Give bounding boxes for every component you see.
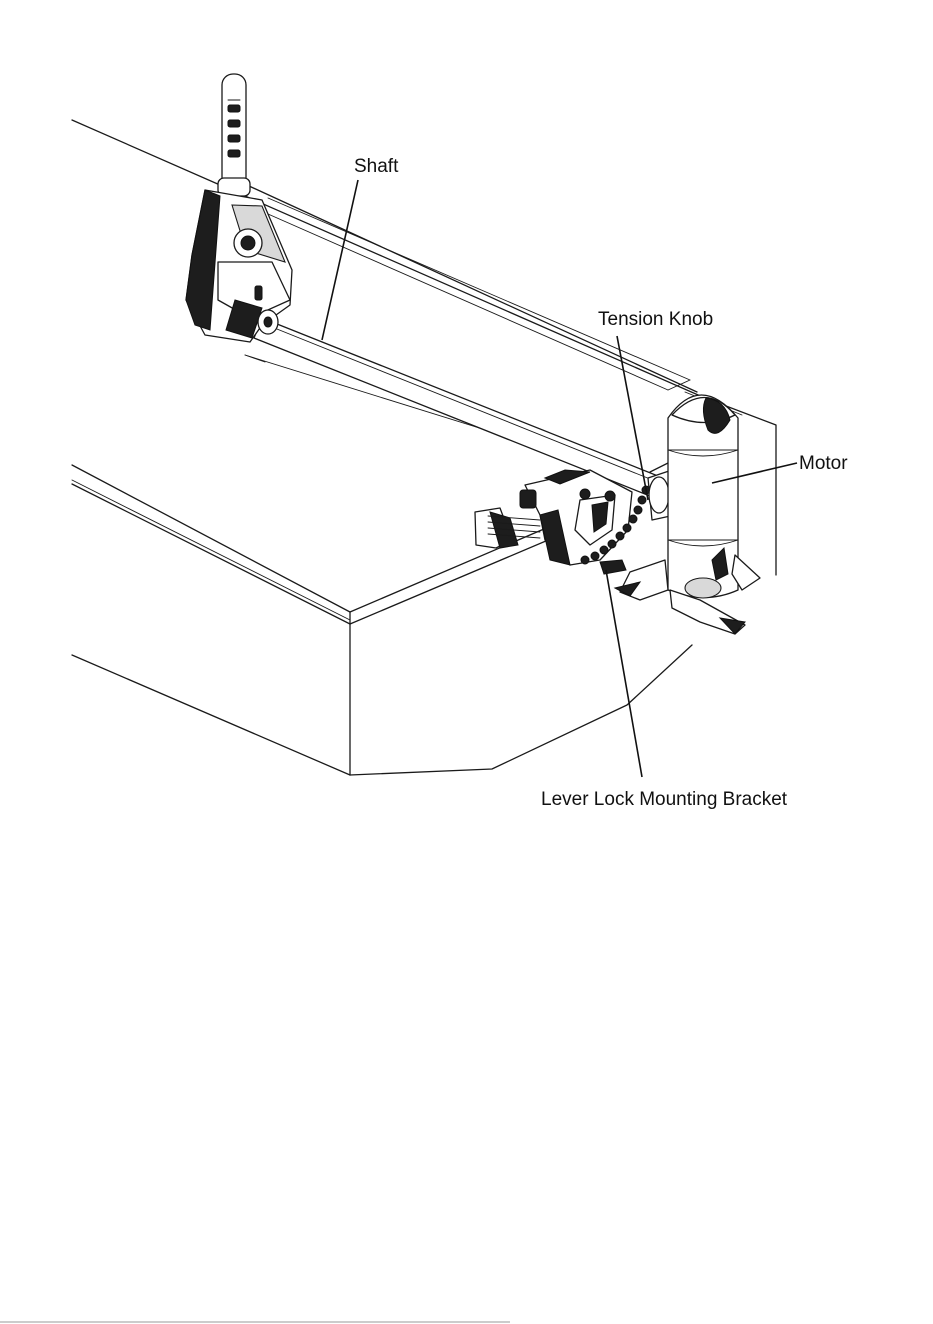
shaft-label: Shaft bbox=[354, 156, 399, 177]
motor-label: Motor bbox=[799, 453, 848, 474]
shaft-leader bbox=[322, 180, 358, 340]
tension-knob-label: Tension Knob bbox=[598, 309, 713, 330]
trolling-motor-head-icon bbox=[186, 74, 292, 342]
lever-lock-mounting-bracket-label: Lever Lock Mounting Bracket bbox=[541, 789, 788, 810]
motor-unit bbox=[615, 395, 760, 634]
motor-shaft bbox=[254, 318, 668, 500]
bracket-leader bbox=[606, 570, 642, 777]
